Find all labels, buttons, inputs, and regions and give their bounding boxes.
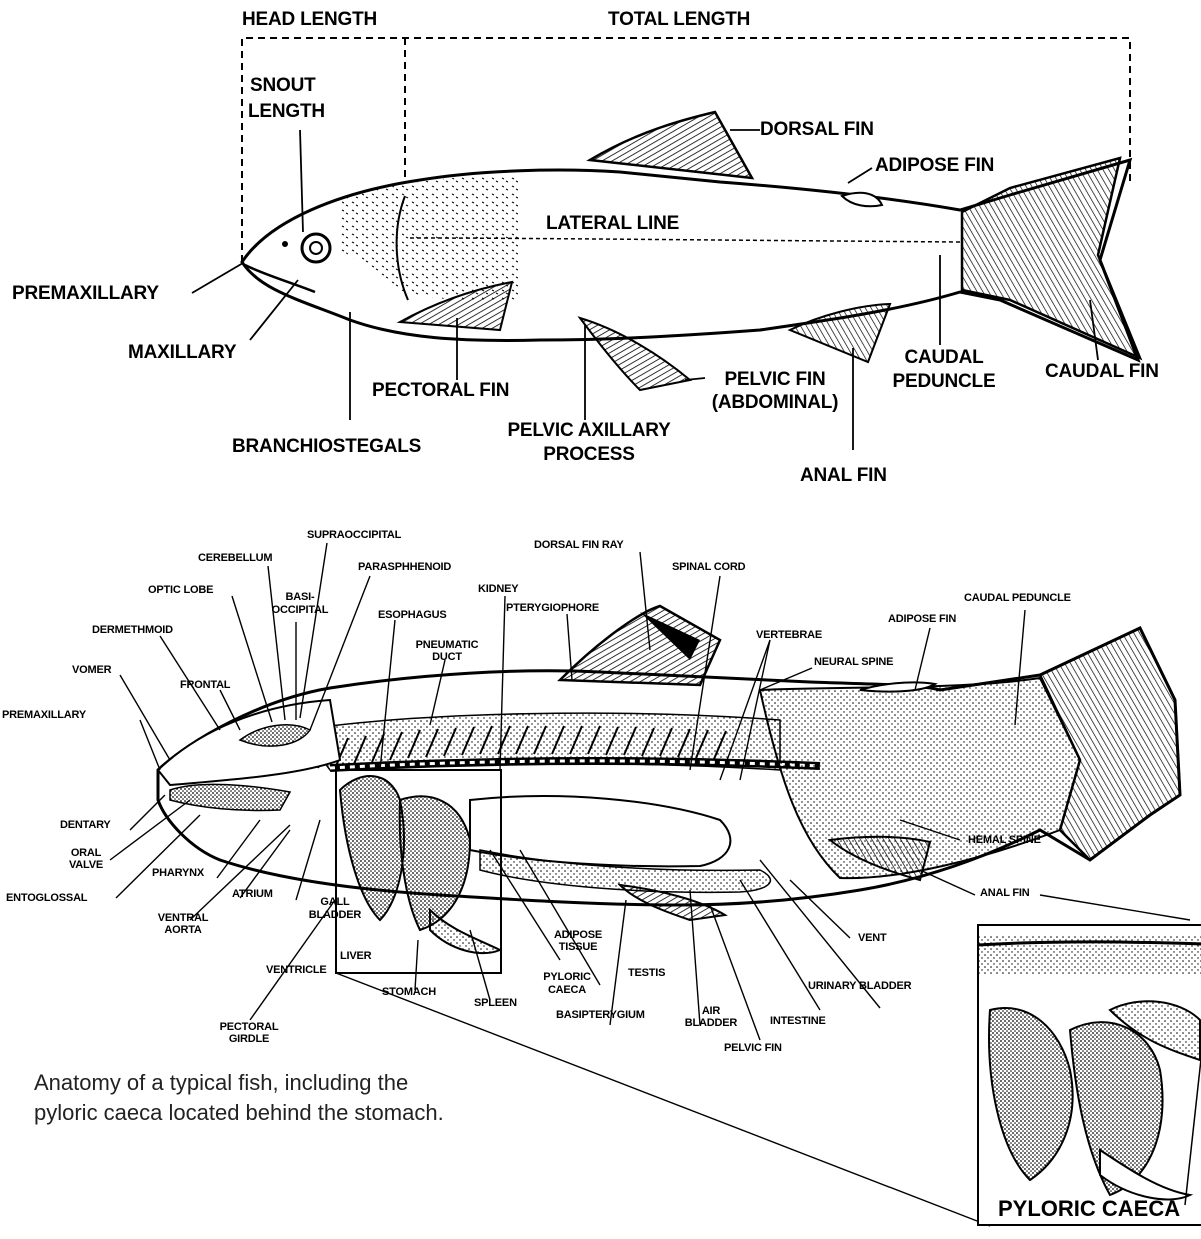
stomach-label: STOMACH [382,987,436,999]
inset-magnified-view [978,925,1201,1225]
dorsal-fin-ray-label: DORSAL FIN RAY [534,540,624,552]
spinal-cord-label: SPINAL CORD [672,562,745,574]
adipose-fin-label: ADIPOSE FIN [875,156,994,176]
urinary-bladder-label: URINARY BLADDER [808,981,911,993]
pectoral-girdle-label-line1: PECTORAL [216,1022,282,1034]
optic-lobe-label: OPTIC LOBE [148,585,213,597]
pelvic-fin-label-line1: PELVIC FIN [700,370,850,390]
gall-bladder-label-line2: BLADDER [300,910,370,922]
dentary-label: DENTARY [60,820,111,832]
pelvic-axillary-process-label-line1: PELVIC AXILLARY [488,421,690,441]
maxillary-label: MAXILLARY [128,343,236,363]
adipose-tissue-label-line1: ADIPOSE [546,930,610,942]
caudal-peduncle-label-line1: CAUDAL [884,348,1004,368]
snout-length-label-line2: LENGTH [248,102,325,122]
dorsal-fin-label: DORSAL FIN [760,120,874,140]
dermethmoid-label: DERMETHMOID [92,625,173,637]
pharynx-label: PHARYNX [152,868,204,880]
adipose-fin-label-bottom: ADIPOSE FIN [888,614,956,626]
oral-valve-label-line1: ORAL [62,848,110,860]
ventral-aorta-label-line1: VENTRAL [150,913,216,925]
air-bladder-label-line1: AIR [676,1006,746,1018]
vent-label: VENT [858,933,887,945]
pelvic-fin-label-line2: (ABDOMINAL) [700,393,850,413]
pyloric-caeca-label-line1: PYLORIC [536,972,598,984]
trout-outline [242,112,1140,390]
pneumatic-duct-label-line1: PNEUMATIC [404,640,490,652]
total-length-label: TOTAL LENGTH [608,10,750,30]
kidney-label: KIDNEY [478,584,518,596]
oral-valve-label-line2: VALVE [62,860,110,872]
spleen-label: SPLEEN [474,998,517,1010]
lateral-line-label: LATERAL LINE [546,214,679,234]
frontal-label: FRONTAL [180,680,230,692]
basi-occipital-label-line1: BASI- [268,592,332,604]
pyloric-caeca-label-line2: CAECA [536,985,598,997]
pterygiophore-label: PTERYGIOPHORE [506,603,599,615]
vomer-label: VOMER [72,665,111,677]
head-length-label: HEAD LENGTH [242,10,377,30]
esophagus-label: ESOPHAGUS [378,610,447,622]
pelvic-fin-label-bottom: PELVIC FIN [724,1043,782,1055]
cerebellum-label: CEREBELLUM [198,553,272,565]
parasphenoid-label: PARASPHHENOID [358,562,451,574]
inset-pyloric-caeca-label: PYLORIC CAECA [998,1196,1180,1222]
hemal-spine-label: HEMAL SPINE [968,835,1041,847]
intestine-label: INTESTINE [770,1016,826,1028]
anal-fin-label: ANAL FIN [800,466,887,486]
pectoral-girdle-label-line2: GIRDLE [216,1034,282,1046]
atrium-label: ATRIUM [232,889,273,901]
basipterygium-label: BASIPTERYGIUM [556,1010,645,1022]
caudal-peduncle-label-line2: PEDUNCLE [884,372,1004,392]
pneumatic-duct-label-line2: DUCT [404,652,490,664]
figure-caption: Anatomy of a typical fish, including the… [34,1068,554,1128]
gall-bladder-label-line1: GALL [300,897,370,909]
supraoccipital-label: SUPRAOCCIPITAL [307,530,401,542]
ventral-aorta-label-line2: AORTA [150,925,216,937]
liver-label: LIVER [340,951,371,963]
anal-fin-label-bottom: ANAL FIN [980,888,1030,900]
caption-line-1: Anatomy of a typical fish, including the [34,1068,554,1098]
testis-label: TESTIS [628,968,665,980]
vertebrae-label: VERTEBRAE [756,630,822,642]
pelvic-axillary-process-label-line2: PROCESS [488,445,690,465]
caudal-peduncle-label: CAUDAL PEDUNCLE [964,593,1071,605]
pectoral-fin-label: PECTORAL FIN [372,381,509,401]
air-bladder-label-line2: BLADDER [676,1018,746,1030]
premaxillary-label-bottom: PREMAXILLARY [2,710,86,722]
adipose-tissue-label-line2: TISSUE [546,942,610,954]
caudal-fin-label: CAUDAL FIN [1045,362,1159,382]
caption-line-2: pyloric caeca located behind the stomach… [34,1098,554,1128]
entoglossal-label: ENTOGLOSSAL [6,893,87,905]
branchiostegals-label: BRANCHIOSTEGALS [232,437,421,457]
neural-spine-label: NEURAL SPINE [814,657,893,669]
premaxillary-label: PREMAXILLARY [12,284,159,304]
ventricle-label: VENTRICLE [266,965,327,977]
basi-occipital-label-line2: OCCIPITAL [268,605,332,617]
snout-length-label-line1: SNOUT [250,76,316,96]
